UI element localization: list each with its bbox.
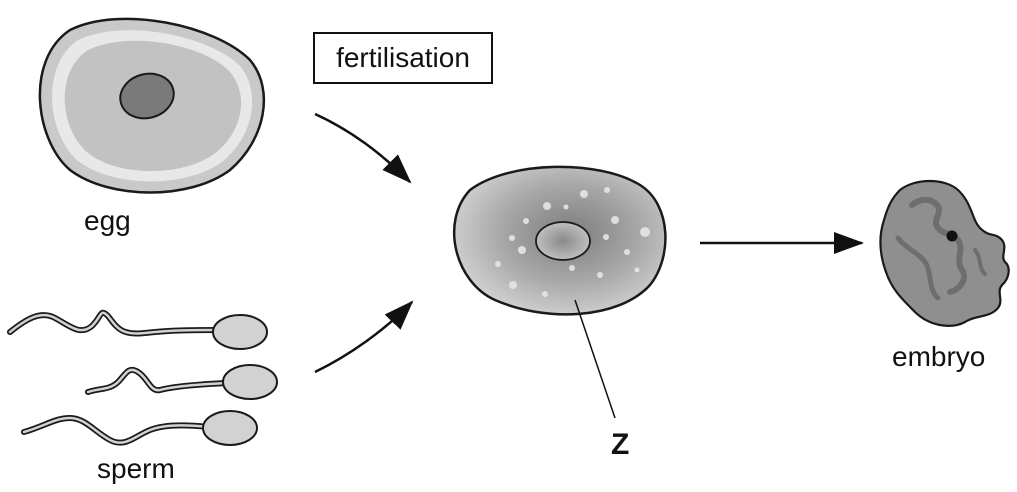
embryo — [881, 181, 1009, 326]
sperm-cell — [10, 313, 267, 349]
sperm-to-zygote-arrow — [315, 302, 412, 372]
embryo-eye — [947, 231, 958, 242]
egg-label: egg — [84, 207, 131, 235]
zygote-label: Z — [611, 430, 629, 460]
sperm-cell — [88, 365, 277, 399]
fertilisation-label-box: fertilisation — [313, 32, 493, 84]
egg-cell — [40, 19, 264, 193]
embryo-label: embryo — [892, 343, 985, 371]
zygote-cell — [454, 167, 665, 315]
sperm-label: sperm — [97, 455, 175, 483]
egg-to-zygote-arrow — [315, 114, 410, 182]
zygote-leader-line — [575, 300, 615, 418]
sperm-cell — [24, 411, 257, 445]
zygote-nucleus — [536, 222, 590, 260]
process-label: fertilisation — [336, 44, 470, 72]
